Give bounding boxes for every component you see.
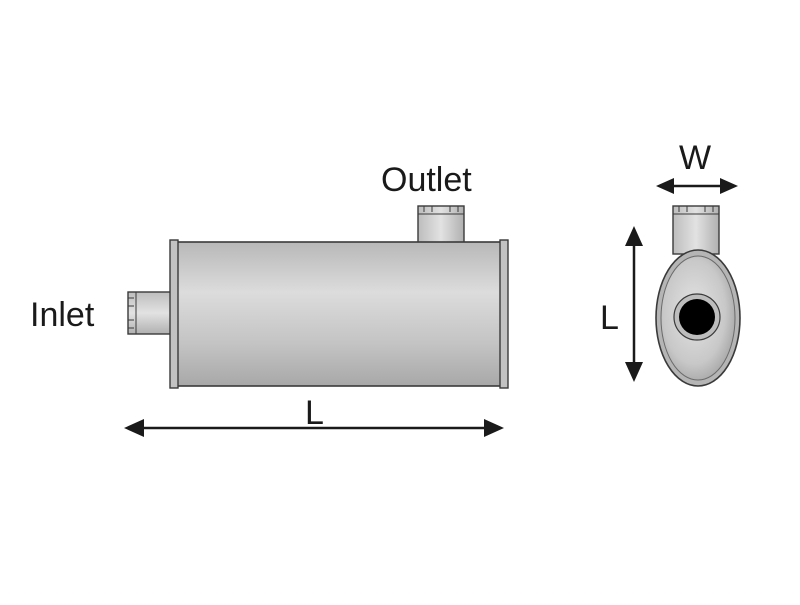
outlet-pipe (417, 205, 465, 247)
outlet-label: Outlet (381, 161, 472, 199)
end-view-outlet-pipe (672, 205, 720, 255)
width-dimension-arrow (656, 178, 738, 194)
length-label: L (305, 394, 324, 432)
inlet-opening (679, 299, 715, 335)
inlet-label: Inlet (30, 296, 95, 334)
length-dimension-arrow (124, 419, 504, 437)
muffler-end-view (655, 249, 741, 387)
muffler-body-side (169, 239, 509, 389)
end-length-dimension-arrow (625, 226, 643, 382)
end-length-label: L (600, 299, 619, 337)
width-label: W (679, 139, 712, 177)
inlet-pipe (127, 291, 175, 335)
